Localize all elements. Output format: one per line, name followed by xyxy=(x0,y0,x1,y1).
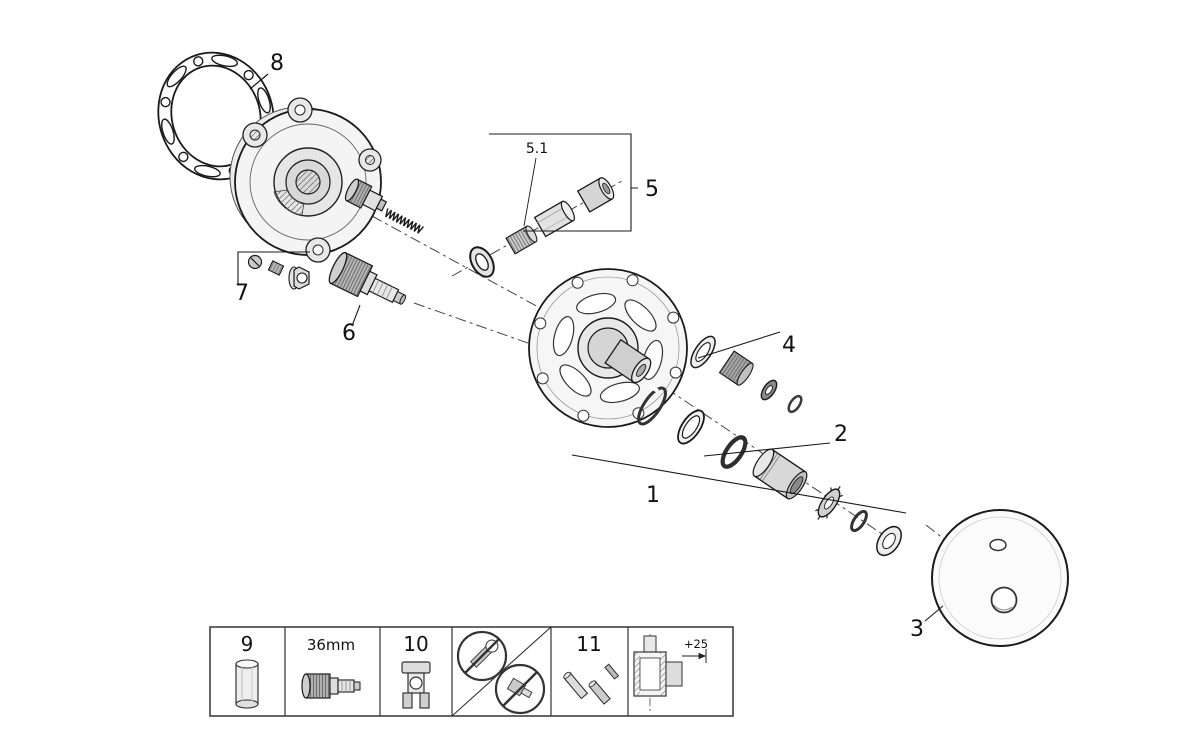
leader-line-5-1 xyxy=(523,157,537,227)
small-screws-group xyxy=(247,254,310,290)
leader-line-8 xyxy=(249,73,269,90)
legend-label-9: 9 xyxy=(241,632,254,656)
callout-3: 3 xyxy=(910,617,924,642)
legend-label-11: 11 xyxy=(576,632,601,656)
legend-label-25: +25 xyxy=(684,637,708,651)
legend-prohibited-cell xyxy=(451,626,552,717)
leader-line-3 xyxy=(924,605,944,622)
legend-cartridge-icon xyxy=(301,673,361,699)
no-symbol-slash-1 xyxy=(464,638,500,674)
legend-tool-icon xyxy=(401,661,431,709)
mounting-plate xyxy=(528,268,688,428)
handle-icon xyxy=(506,677,533,699)
bracket-7 xyxy=(237,251,310,284)
bracket-2 xyxy=(703,442,831,457)
callout-4: 4 xyxy=(782,333,796,358)
legend-label-36mm: 36mm xyxy=(307,636,355,654)
legend-part-9-icon xyxy=(235,659,259,709)
callout-5: 5 xyxy=(645,177,659,202)
callout-7: 7 xyxy=(235,281,249,306)
end-cap xyxy=(576,177,615,213)
cylinder-sleeve xyxy=(533,200,575,238)
bracket-5 xyxy=(489,133,638,232)
valve-body xyxy=(229,97,382,263)
callout-5-1: 5.1 xyxy=(526,141,548,157)
legend-depth-drawing: +25 xyxy=(633,634,708,712)
cartridge-part-6 xyxy=(328,251,407,305)
callout-2: 2 xyxy=(834,422,848,447)
body-cartridge xyxy=(344,178,388,212)
callout-6: 6 xyxy=(342,321,356,346)
knurled-sleeve-small xyxy=(505,225,538,255)
legend-label-10: 10 xyxy=(403,632,428,656)
parts-chain-1-2 xyxy=(637,384,902,557)
bracket-1 xyxy=(571,454,907,514)
part-4-group xyxy=(690,335,803,414)
legend-pins-icon xyxy=(563,663,620,705)
leader-line-6 xyxy=(351,304,361,327)
legend-strip: 9 36mm 10 xyxy=(209,626,734,717)
ring-nut xyxy=(469,246,495,278)
callout-8: 8 xyxy=(270,51,284,76)
callout-1: 1 xyxy=(646,483,660,508)
bracket-4 xyxy=(697,331,781,359)
no-symbol-slash-2 xyxy=(502,671,538,707)
spring xyxy=(385,208,424,234)
cover-plate-part-3 xyxy=(931,509,1069,647)
